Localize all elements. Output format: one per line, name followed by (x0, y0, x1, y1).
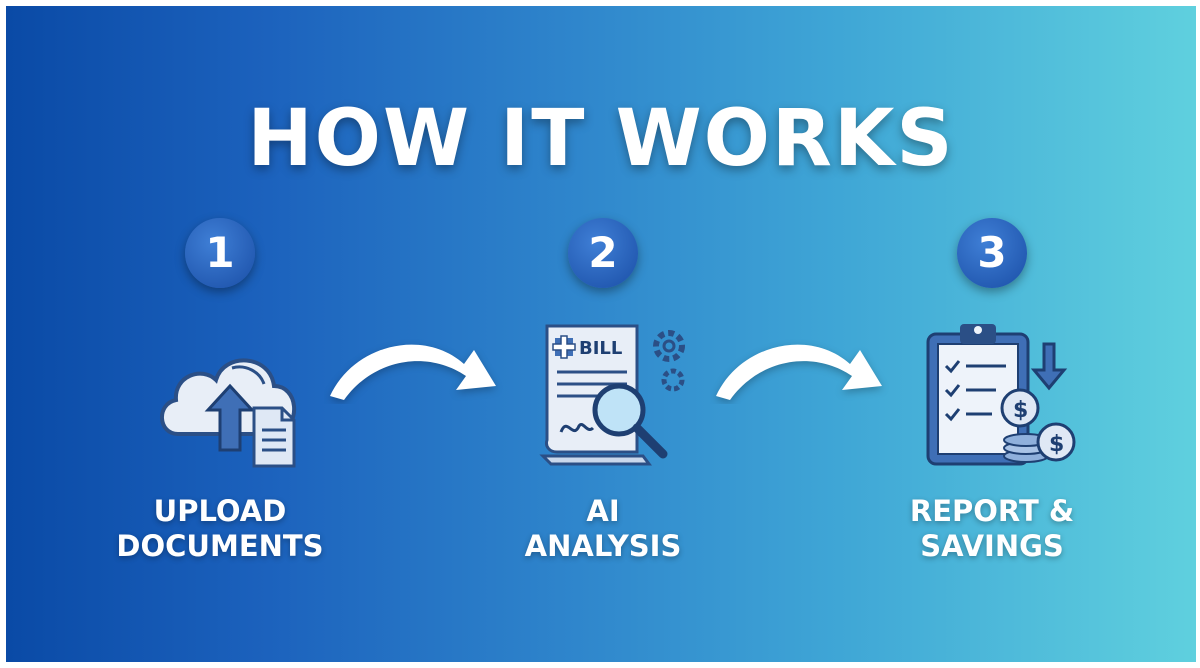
arrow-right-icon (330, 344, 496, 400)
dollar-icon-text: $ (1013, 398, 1028, 423)
step-label: UPLOAD DOCUMENTS (90, 494, 350, 564)
step-number-badge: 2 (568, 218, 638, 288)
step-ai-analysis: 2 BILL AI ANALYSIS (473, 6, 733, 662)
step-label-line2: SAVINGS (920, 529, 1064, 563)
bill-magnifier-icon: BILL (539, 324, 685, 466)
page-title: HOW IT WORKS (247, 94, 955, 184)
step-label-line1: REPORT & (909, 494, 1075, 528)
how-it-works-banner: HOW IT WORKS 1 UPLOAD DOCUMENTS 2 (6, 6, 1196, 662)
arrow-right-icon (716, 344, 882, 400)
step-label: AI ANALYSIS (473, 494, 733, 564)
step-label: REPORT & SAVINGS (862, 494, 1122, 564)
step-label-line2: DOCUMENTS (116, 529, 324, 563)
step-number-badge: 1 (185, 218, 255, 288)
step-number-badge: 3 (957, 218, 1027, 288)
dollar-icon-text: $ (1049, 432, 1064, 457)
cloud-upload-icon (160, 358, 296, 468)
bill-icon-text: BILL (579, 338, 622, 359)
step-label-line1: AI (586, 494, 620, 528)
step-upload-documents: 1 UPLOAD DOCUMENTS (90, 6, 350, 662)
step-label-line1: UPLOAD (153, 494, 287, 528)
step-report-savings: 3 $ $ REPORT & SAVINGS (862, 6, 1122, 662)
step-label-line2: ANALYSIS (524, 529, 682, 563)
clipboard-savings-icon: $ $ (926, 324, 1076, 466)
